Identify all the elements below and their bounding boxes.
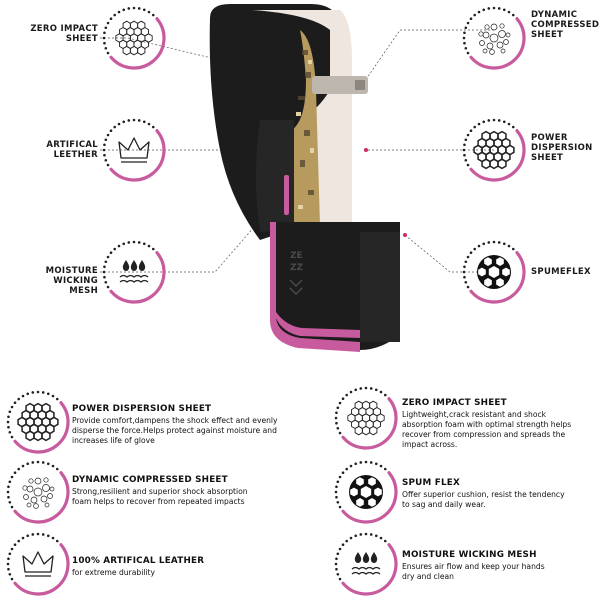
feature-zero-impact: ZERO IMPACT SHEET Lightweight,crack resi… [402,398,598,450]
feature-artificial-leather: 100% ARTIFICAL LEATHER for extreme durab… [72,556,302,578]
crown-icon [102,118,166,182]
feature-moisture-wicking: MOISTURE WICKING MESH Ensures air flow a… [402,550,598,582]
feature-dynamic-compressed: DYNAMIC COMPRESSED SHEET Strong,resilien… [72,475,302,507]
water-drops-icon [102,240,166,304]
bubble-foam-icon [6,460,70,524]
callout-moisture-wicking: MOISTURE WICKING MESH [45,266,98,296]
callout-artificial-leather: ARTIFICAL LEETHER [46,140,98,160]
feature-icon-zero-impact [332,384,400,452]
feature-title: POWER DISPERSION SHEET [72,404,212,414]
callout-power-dispersion: POWER DISPERSION SHEET [531,133,593,163]
water-drops-icon [334,532,398,596]
feature-desc: Provide comfort,dampens the shock effect… [72,416,278,445]
feature-desc: Ensures air flow and keep your hands dry… [402,562,545,581]
hexagon-mesh-icon [334,386,398,450]
feature-power-dispersion: POWER DISPERSION SHEET Provide comfort,d… [72,404,302,446]
feature-desc: for extreme durability [72,568,156,577]
feature-desc: Strong,resilient and superior shock abso… [72,487,248,506]
boxing-glove-image: ZE ZZ [209,4,400,352]
feature-icon-artificial-leather [4,530,72,598]
feature-icon-power-dispersion [4,388,72,456]
feature-title: DYNAMIC COMPRESSED SHEET [72,475,228,485]
feature-desc: Offer superior cushion, resist the tende… [402,490,565,509]
zero-impact-badge [100,4,168,72]
feature-icon-moisture-wicking [332,530,400,598]
feature-title: MOISTURE WICKING MESH [402,550,537,560]
wrist-logo-text-1: ZE [290,251,303,261]
spumeflex-badge [460,238,528,306]
hexagon-mesh-icon [102,6,166,70]
crown-icon [6,532,70,596]
bubble-foam-icon [462,6,526,70]
callout-zero-impact: ZERO IMPACT SHEET [30,24,98,44]
callout-dynamic-compressed: DYNAMIC COMPRESSED SHEET [531,10,600,40]
feature-icon-spum-flex [332,458,400,526]
artificial-leather-badge [100,116,168,184]
feature-spum-flex: SPUM FLEX Offer superior cushion, resist… [402,478,598,510]
feature-title: SPUM FLEX [402,478,460,488]
power-dispersion-badge [460,116,528,184]
honeycomb-icon [462,118,526,182]
feature-title: ZERO IMPACT SHEET [402,398,507,408]
moisture-wicking-badge [100,238,168,306]
callout-spumeflex: SPUMEFLEX [531,267,591,277]
wrist-logo-text-2: ZZ [290,263,304,273]
feature-icon-dynamic-compressed [4,458,72,526]
soccer-ball-icon [462,240,526,304]
feature-title: 100% ARTIFICAL LEATHER [72,556,205,566]
feature-desc: Lightweight,crack resistant and shock ab… [402,410,572,449]
honeycomb-icon [6,390,70,454]
soccer-ball-icon [334,460,398,524]
dynamic-compressed-badge [460,4,528,72]
